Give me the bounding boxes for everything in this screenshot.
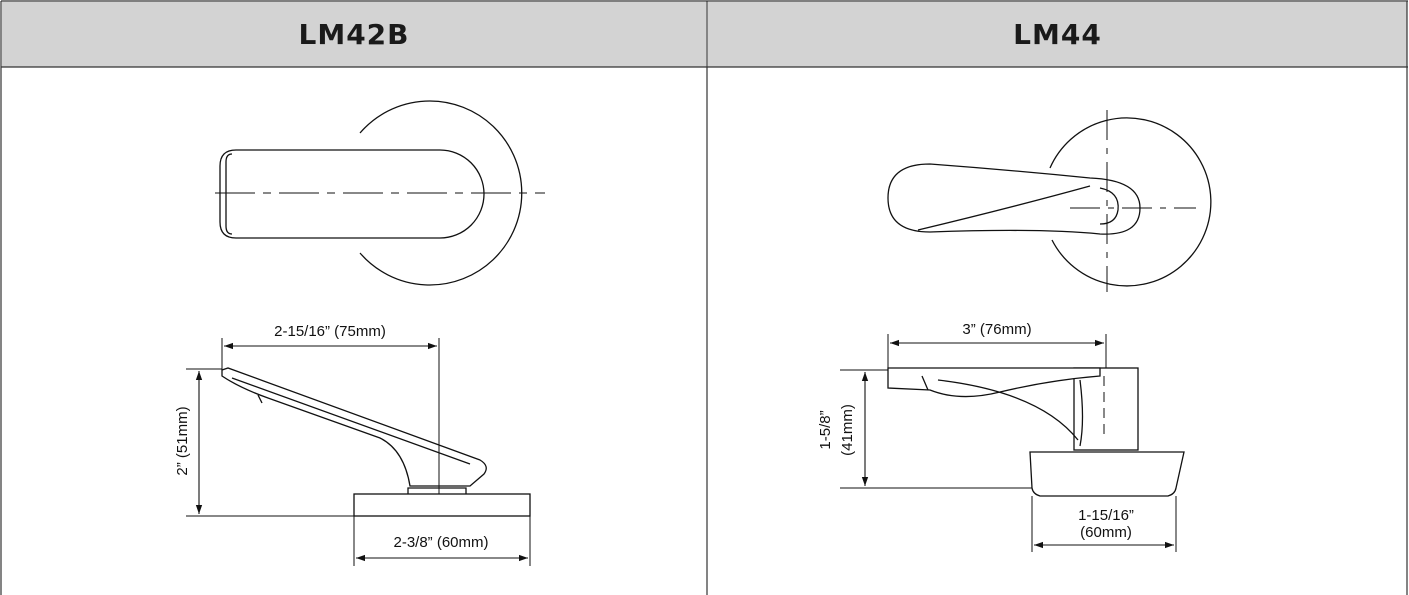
- lm44-height-dim-line1: 1-5/8”: [817, 410, 834, 449]
- lm44-height-dim-line2: (41mm): [839, 404, 856, 456]
- lm42b-title: LM42B: [298, 18, 410, 51]
- lm44-lever: [887, 163, 1141, 235]
- lm44-base: [1029, 451, 1185, 497]
- lm44-title: LM44: [1013, 18, 1102, 51]
- lm42b-front-view: [215, 100, 545, 286]
- lm42b-header: LM42B: [2, 2, 706, 67]
- lm44-rose-dim-line2: (60mm): [1080, 524, 1132, 541]
- lm44-header: LM44: [708, 2, 1407, 67]
- lm42b-height-dim: 2” (51mm): [174, 406, 191, 475]
- lm44-side-view: [840, 334, 1185, 552]
- lm42b-dimension-lines: [195, 342, 528, 562]
- lm44-front-view: [887, 110, 1212, 292]
- lm44-dimension-lines: [861, 339, 1174, 549]
- lm42b-rose-dim: 2-3/8” (60mm): [393, 534, 488, 551]
- lm42b-rose-base: [353, 493, 531, 517]
- lm42b-side-lever: [221, 367, 487, 487]
- lm44-rose: [1049, 117, 1212, 287]
- lm44-rose-dim-line1: 1-15/16”: [1078, 507, 1134, 524]
- lm44-length-dim: 3” (76mm): [962, 321, 1031, 338]
- lm42b-side-view: [186, 338, 531, 566]
- lm44-side-lever: [887, 367, 1101, 398]
- lm42b-length-dim: 2-15/16” (75mm): [274, 323, 386, 340]
- lm42b-lever: [219, 149, 485, 239]
